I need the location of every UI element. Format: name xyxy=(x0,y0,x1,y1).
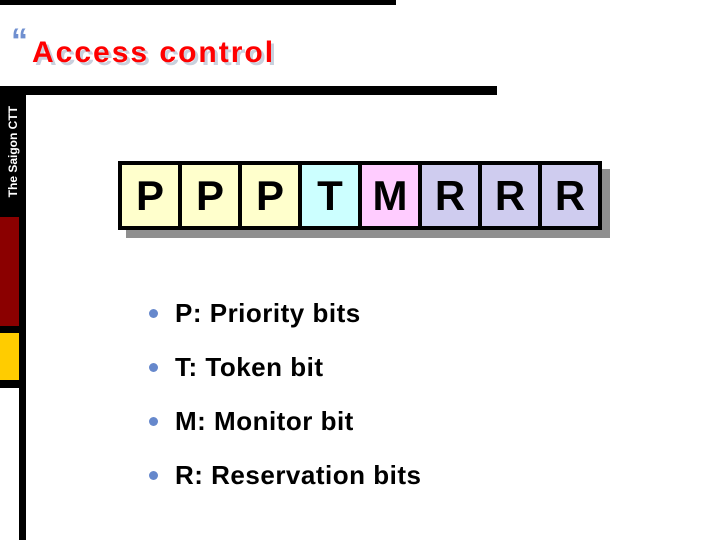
bit-cell-label: P xyxy=(135,171,164,219)
bullet-text: M: Monitor bit xyxy=(175,405,354,436)
bit-cell-label: R xyxy=(554,171,586,219)
bit-field-diagram: P P P T M R R R xyxy=(118,161,602,230)
bit-cell-label: T xyxy=(317,171,343,219)
bit-cell-r2: R xyxy=(478,165,538,226)
bit-cell-p1: P xyxy=(122,165,178,226)
title-underline-bar xyxy=(0,86,497,95)
bit-cell-label: R xyxy=(494,171,526,219)
sidebar-vertical-line xyxy=(19,86,26,540)
bullet-text: R: Reservation bits xyxy=(175,459,422,490)
quote-mark-icon: “ xyxy=(11,22,28,60)
page-title: Access control xyxy=(32,36,276,69)
bullet-dot-icon xyxy=(149,470,158,480)
legend-list: P: Priority bits T: Token bit M: Monitor… xyxy=(149,286,421,502)
bit-cell-t: T xyxy=(298,165,358,226)
bit-cell-label: P xyxy=(195,171,224,219)
sidebar-maroon-block xyxy=(0,217,19,326)
bit-cell-label: M xyxy=(372,171,408,219)
bit-cell-label: P xyxy=(255,171,284,219)
sidebar-branding-text: The Saigon CTT xyxy=(6,105,20,198)
bit-cell-r3: R xyxy=(538,165,598,226)
list-item: P: Priority bits xyxy=(149,286,421,340)
sidebar-gold-block xyxy=(0,333,19,380)
bullet-dot-icon xyxy=(149,416,158,426)
list-item: M: Monitor bit xyxy=(149,394,421,448)
bit-cell-label: R xyxy=(434,171,466,219)
list-item: T: Token bit xyxy=(149,340,421,394)
bullet-text: P: Priority bits xyxy=(175,297,361,328)
list-item: R: Reservation bits xyxy=(149,448,421,502)
bullet-text: T: Token bit xyxy=(175,351,324,382)
bullet-dot-icon xyxy=(149,308,158,318)
bit-cell-p2: P xyxy=(178,165,238,226)
bullet-dot-icon xyxy=(149,362,158,372)
bit-cell-m: M xyxy=(358,165,418,226)
bit-cell-r1: R xyxy=(418,165,478,226)
bit-cell-p3: P xyxy=(238,165,298,226)
top-band-divider xyxy=(0,0,396,5)
sidebar-branding: The Saigon CTT xyxy=(0,86,26,217)
